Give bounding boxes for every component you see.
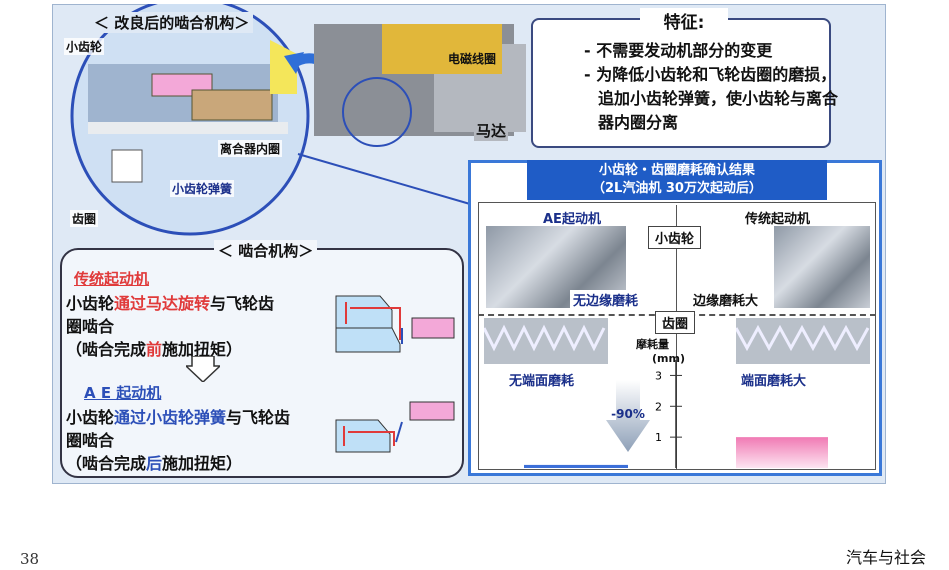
y-tick-label-2: 2 bbox=[655, 400, 662, 413]
feature-item-3: 追加小齿轮弹簧，使小齿轮与离合 bbox=[598, 89, 839, 108]
legacy-line-1: 小齿轮通过马达旋转与飞轮齿 bbox=[66, 292, 274, 315]
y-tick-label-1: 1 bbox=[655, 431, 662, 444]
feature-item-1: - 不需要发动机部分的变更 bbox=[584, 41, 773, 60]
legacy-line-2: 圈啮合 bbox=[66, 317, 115, 336]
zoom-beam bbox=[270, 40, 297, 94]
ae-line-3b: 后 bbox=[146, 454, 163, 473]
legacy-mesh-diagram bbox=[335, 295, 455, 353]
col-legacy-label: 传统起动机 bbox=[742, 208, 814, 227]
shaft bbox=[88, 122, 288, 134]
label-coil: 电磁线圈 bbox=[446, 50, 499, 67]
ae-line-1a: 小齿轮 bbox=[66, 408, 115, 427]
ae-line-3c: 施加扭矩） bbox=[162, 454, 243, 473]
legacy-line-1c: 与飞轮齿 bbox=[210, 294, 275, 313]
col-ae-label: AE起动机 bbox=[540, 208, 604, 227]
results-divider bbox=[676, 205, 677, 470]
label-ring-gear: 齿圈 bbox=[70, 210, 99, 227]
results-header-line-2: （2L汽油机 30万次起动后） bbox=[592, 181, 762, 196]
page-number: 38 bbox=[20, 550, 40, 568]
label-pinion: 小齿轮 bbox=[64, 38, 105, 55]
caption-end-wear-large: 端面磨耗大 bbox=[738, 370, 810, 389]
legacy-line-3c: 施加扭矩） bbox=[162, 340, 243, 359]
features-box bbox=[531, 18, 831, 148]
clutch-inner bbox=[191, 89, 273, 121]
bar-ae bbox=[524, 464, 628, 468]
results-header: 小齿轮・齿圈磨耗确认结果 （2L汽油机 30万次起动后） bbox=[527, 160, 827, 200]
row-ring-tag: 齿圈 bbox=[655, 311, 696, 334]
meshing-title: ＜ 啮合机构＞ bbox=[214, 240, 318, 261]
improved-title: ＜ 改良后的啮合机构＞ bbox=[90, 12, 254, 33]
y-tick-label-3: 3 bbox=[655, 369, 662, 382]
ae-line-1b: 通过小齿轮弹簧 bbox=[114, 408, 227, 427]
label-pinion-spring: 小齿轮弹簧 bbox=[170, 180, 235, 197]
features-title: 特征: bbox=[640, 8, 728, 33]
ring-gear-shape bbox=[111, 149, 143, 183]
meshing-diagrams bbox=[335, 295, 455, 453]
ae-line-3a: （啮合完成 bbox=[66, 454, 147, 473]
caption-no-edge-wear: 无边缘磨耗 bbox=[570, 290, 642, 309]
legacy-line-1a: 小齿轮 bbox=[66, 294, 115, 313]
caption-no-end-wear: 无端面磨耗 bbox=[506, 370, 578, 389]
label-motor: 马达 bbox=[474, 120, 509, 141]
caption-edge-wear-large: 边缘磨耗大 bbox=[690, 290, 762, 309]
legacy-title: 传统起动机 bbox=[74, 270, 150, 288]
mechanism-illustration bbox=[70, 4, 526, 236]
ae-mesh-diagram bbox=[335, 401, 455, 453]
ae-line-1: 小齿轮通过小齿轮弹簧与飞轮齿 bbox=[66, 406, 290, 429]
photo-legacy-pinion bbox=[774, 226, 870, 308]
ae-line-1c: 与飞轮齿 bbox=[226, 408, 291, 427]
row-pinion-tag: 小齿轮 bbox=[648, 226, 702, 249]
ae-line-2: 圈啮合 bbox=[66, 431, 115, 450]
zoom-target-circle bbox=[342, 77, 412, 147]
brand-name: 汽车与社会 bbox=[846, 548, 927, 567]
legacy-line-3a: （啮合完成 bbox=[66, 340, 147, 359]
label-clutch-inner: 离合器内圈 bbox=[218, 140, 283, 157]
ae-title: A E 起动机 bbox=[84, 384, 162, 402]
reduction-label: -90% bbox=[611, 407, 645, 421]
bar-legacy bbox=[736, 437, 828, 468]
down-arrow-icon bbox=[186, 356, 220, 382]
feature-item-2: - 为降低小齿轮和飞轮齿圈的磨损， bbox=[584, 65, 837, 84]
axis-label: 摩耗量 bbox=[636, 338, 669, 351]
photo-legacy-ring bbox=[736, 318, 870, 364]
legacy-line-1b: 通过马达旋转 bbox=[114, 294, 211, 313]
reduction-arrow-icon bbox=[606, 380, 650, 452]
legacy-line-3: （啮合完成前施加扭矩） bbox=[66, 338, 242, 361]
legacy-line-3b: 前 bbox=[146, 340, 163, 359]
results-header-line-1: 小齿轮・齿圈磨耗确认结果 bbox=[598, 163, 755, 178]
wear-chart: 3 2 1 -90% bbox=[524, 360, 828, 468]
feature-item-4: 器内圈分离 bbox=[598, 113, 679, 132]
photo-ae-ring bbox=[484, 318, 608, 364]
ae-line-3: （啮合完成后施加扭矩） bbox=[66, 452, 242, 475]
